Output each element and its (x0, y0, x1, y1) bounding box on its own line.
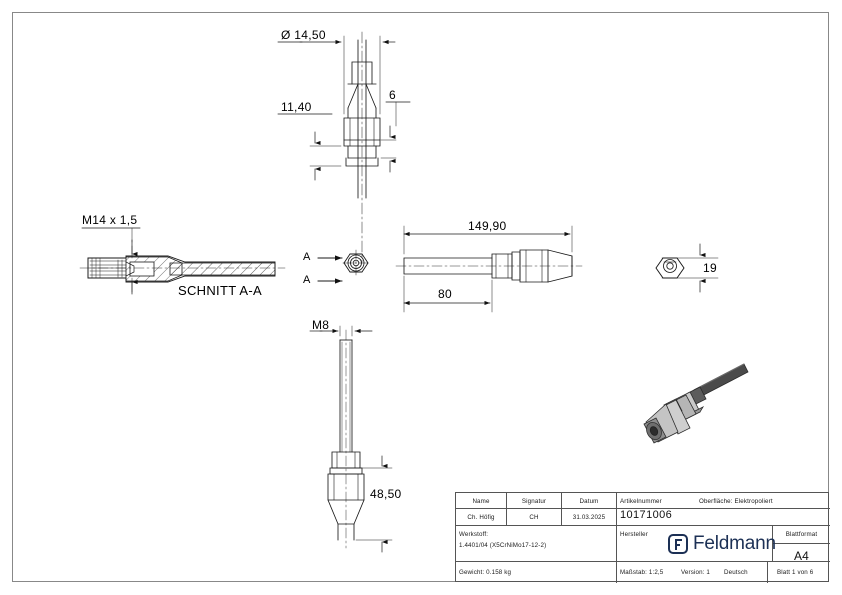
dim-label-m8: M8 (312, 318, 330, 332)
dim-label-14990: 149,90 (468, 219, 507, 233)
dim-label-m14: M14 x 1,5 (82, 213, 138, 227)
tb-value-date: 31.03.2025 (572, 514, 606, 521)
dim-label-1140: 11,40 (281, 100, 312, 114)
title-block: Name Signatur Datum Artikelnummer Oberfl… (455, 492, 830, 583)
tb-header-name: Name (472, 498, 490, 505)
tb-value-name: Ch. Höfig (467, 514, 495, 521)
tb-header-material: Werkstoff: (459, 531, 489, 538)
tb-hline-3 (456, 561, 830, 562)
feldmann-logo: Feldmann (668, 533, 776, 555)
tb-header-date: Datum (579, 498, 599, 505)
section-marker-upper: A (303, 251, 311, 263)
tb-value-article-number: 10171006 (620, 509, 673, 521)
tb-header-signature: Signatur (521, 498, 547, 505)
tb-value-scale: Maßstab: 1:2,5 (620, 569, 664, 576)
tb-vline-1 (506, 493, 507, 525)
tb-header-sheet-format: Blattformat (785, 531, 818, 538)
tb-value-sheet-format: A4 (794, 549, 809, 563)
tb-value-signature: CH (529, 514, 539, 521)
tb-header-article-number: Artikelnummer (620, 498, 662, 505)
tb-hline-1 (456, 508, 830, 509)
tb-hline-2 (456, 525, 830, 526)
tb-header-surface: Oberfläche: Elektropoliert (699, 498, 773, 505)
tb-vline-3 (616, 493, 617, 525)
section-marker-lower: A (303, 274, 311, 286)
drawing-frame (12, 12, 829, 582)
feldmann-logo-text: Feldmann (693, 533, 776, 554)
tb-value-version: Version: 1 (681, 569, 711, 576)
dim-label-19: 19 (703, 261, 717, 275)
feldmann-logo-icon (668, 534, 688, 554)
tb-value-material: 1.4401/04 (X5CrNiMo17-12-2) (459, 542, 547, 549)
dim-label-diameter: Ø 14,50 (281, 28, 326, 42)
tb-vline-5 (772, 525, 773, 561)
tb-vline-6 (767, 561, 768, 583)
tb-vline-4 (616, 525, 617, 583)
dim-label-6: 6 (389, 88, 396, 102)
section-view-label: SCHNITT A-A (178, 283, 262, 298)
tb-value-sheet: Blatt 1 von 6 (777, 569, 814, 576)
tb-value-language: Deutsch (724, 569, 748, 576)
tb-hline-4 (772, 543, 830, 544)
dim-label-4850: 48,50 (370, 487, 402, 501)
tb-vline-2 (561, 493, 562, 525)
dim-label-80: 80 (438, 287, 452, 301)
tb-value-weight: Gewicht: 0.158 kg (459, 569, 512, 576)
tb-header-manufacturer: Hersteller (620, 531, 648, 538)
